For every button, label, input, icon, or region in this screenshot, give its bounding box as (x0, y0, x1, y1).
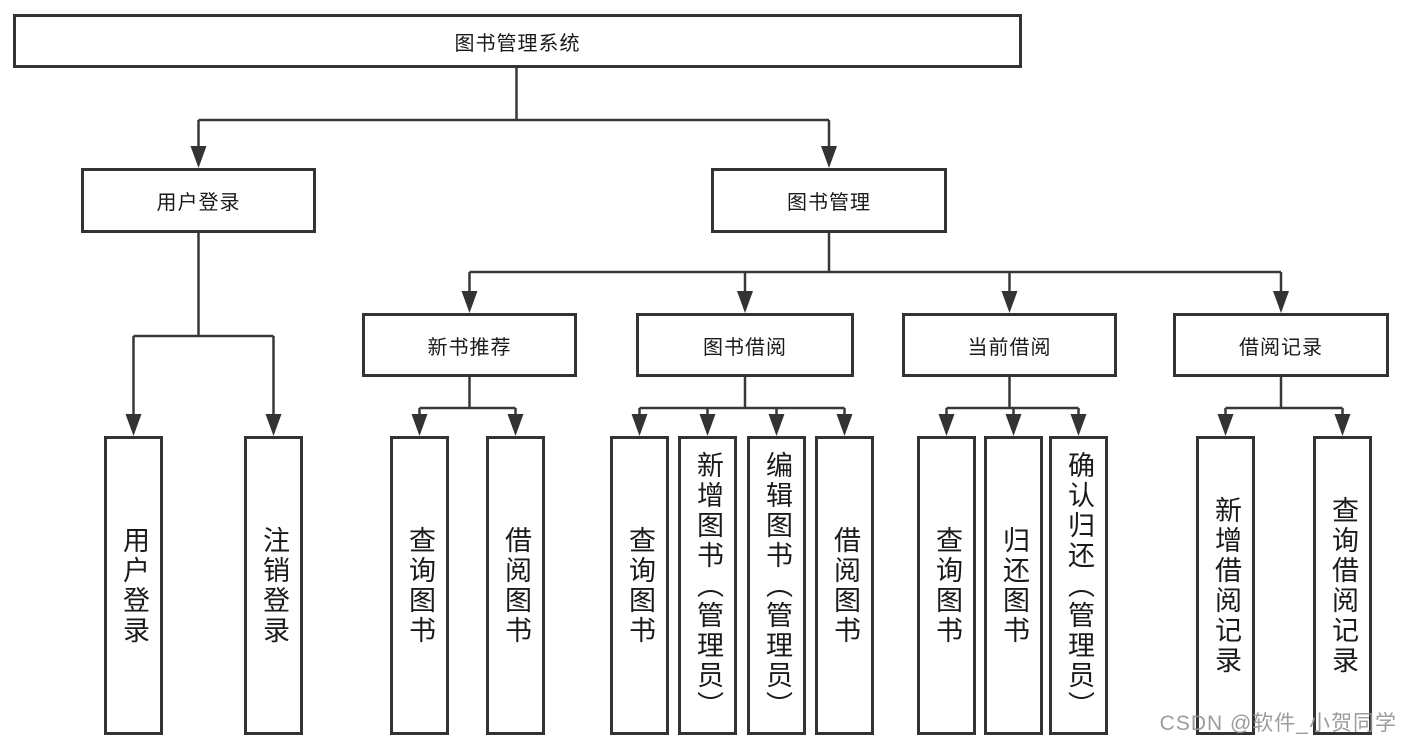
node-library-management-system: 图书管理系统 (13, 14, 1022, 68)
node-label: 新增借阅记录 (1211, 495, 1241, 676)
leaf-confirm-return-admin: 确认归还（管理员） (1049, 436, 1108, 735)
node-label: 图书管理系统 (454, 32, 581, 55)
leaf-user-login: 用户登录 (104, 436, 163, 735)
leaf-query-books-recommend: 查询图书 (390, 436, 449, 735)
node-label: 查询图书 (405, 525, 435, 646)
node-label: 确认归还（管理员） (1064, 450, 1094, 721)
node-label: 注销登录 (259, 525, 289, 646)
leaf-return-books: 归还图书 (984, 436, 1043, 735)
node-book-management: 图书管理 (711, 168, 947, 233)
leaf-borrow-books-borrow: 借阅图书 (815, 436, 874, 735)
node-current-borrow: 当前借阅 (902, 313, 1117, 377)
leaf-add-book-admin: 新增图书（管理员） (678, 436, 737, 735)
node-label: 新书推荐 (427, 336, 512, 359)
node-borrow-records: 借阅记录 (1173, 313, 1389, 377)
node-label: 查询图书 (932, 525, 962, 646)
leaf-borrow-books-recommend: 借阅图书 (486, 436, 545, 735)
leaf-logout: 注销登录 (244, 436, 303, 735)
node-label: 借阅图书 (501, 525, 531, 646)
csdn-watermark: CSDN @软件_小贺同学 (1159, 712, 1397, 735)
node-label: 归还图书 (999, 525, 1029, 646)
node-label: 编辑图书（管理员） (762, 450, 792, 721)
node-book-borrow: 图书借阅 (636, 313, 854, 377)
node-user-login: 用户登录 (81, 168, 316, 233)
node-label: 当前借阅 (967, 336, 1052, 359)
node-label: 图书借阅 (703, 336, 787, 359)
leaf-query-borrow-record: 查询借阅记录 (1313, 436, 1372, 735)
node-label: 借阅记录 (1239, 336, 1323, 359)
leaf-query-books-borrow: 查询图书 (610, 436, 669, 735)
leaf-query-books-current: 查询图书 (917, 436, 976, 735)
node-label: 用户登录 (156, 192, 241, 214)
leaf-add-borrow-record: 新增借阅记录 (1196, 436, 1255, 735)
node-label: 查询借阅记录 (1328, 495, 1358, 676)
node-label: 查询图书 (625, 525, 655, 646)
node-new-book-recommend: 新书推荐 (362, 313, 577, 377)
node-label: 借阅图书 (830, 525, 860, 646)
node-label: 用户登录 (119, 525, 149, 646)
leaf-edit-book-admin: 编辑图书（管理员） (747, 436, 806, 735)
node-label: 图书管理 (787, 192, 871, 214)
node-label: 新增图书（管理员） (693, 450, 723, 721)
